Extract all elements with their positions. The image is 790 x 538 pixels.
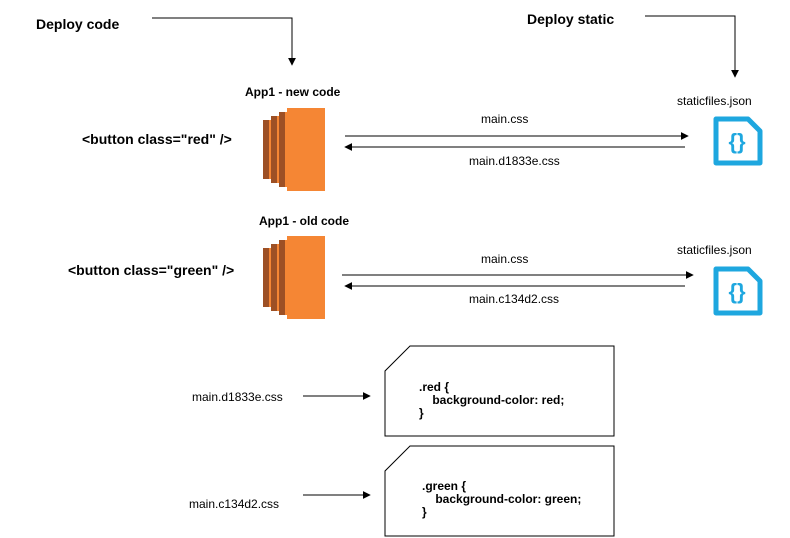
new-static-file-label: staticfiles.json [677,94,752,108]
css-filename: main.d1833e.css [192,390,283,404]
json-file-icon: {} [713,266,763,316]
old-button-code: <button class="green" /> [68,262,235,278]
new-request-label: main.css [481,112,529,126]
css-code-line: } [419,406,424,420]
deploy-static-connector [645,15,739,78]
old-static-file-label: staticfiles.json [677,243,752,257]
old-app-title: App1 - old code [259,214,349,228]
css-code-line: background-color: green; [422,492,582,506]
svg-text:{}: {} [728,279,746,304]
deploy-code-heading: Deploy code [36,16,120,32]
new-app-title: App1 - new code [245,85,341,99]
css-code-line: .red { [419,380,450,394]
json-file-icon: {} [713,116,763,166]
svg-text:{}: {} [728,129,746,154]
new-response-label: main.d1833e.css [469,154,560,168]
css-filename: main.c134d2.css [189,497,280,511]
css-file-shape [384,345,615,437]
css-code-line: .green { [422,479,467,493]
old-response-label: main.c134d2.css [469,292,560,306]
deploy-static-heading: Deploy static [527,11,615,27]
old-request-label: main.css [481,252,529,266]
css-code-line: background-color: red; [419,393,565,407]
new-button-code: <button class="red" /> [82,131,232,147]
server-icon [263,108,325,191]
css-file-shape [384,445,615,537]
css-code-line: } [422,505,427,519]
server-icon [263,236,325,319]
deploy-code-connector [152,17,296,66]
